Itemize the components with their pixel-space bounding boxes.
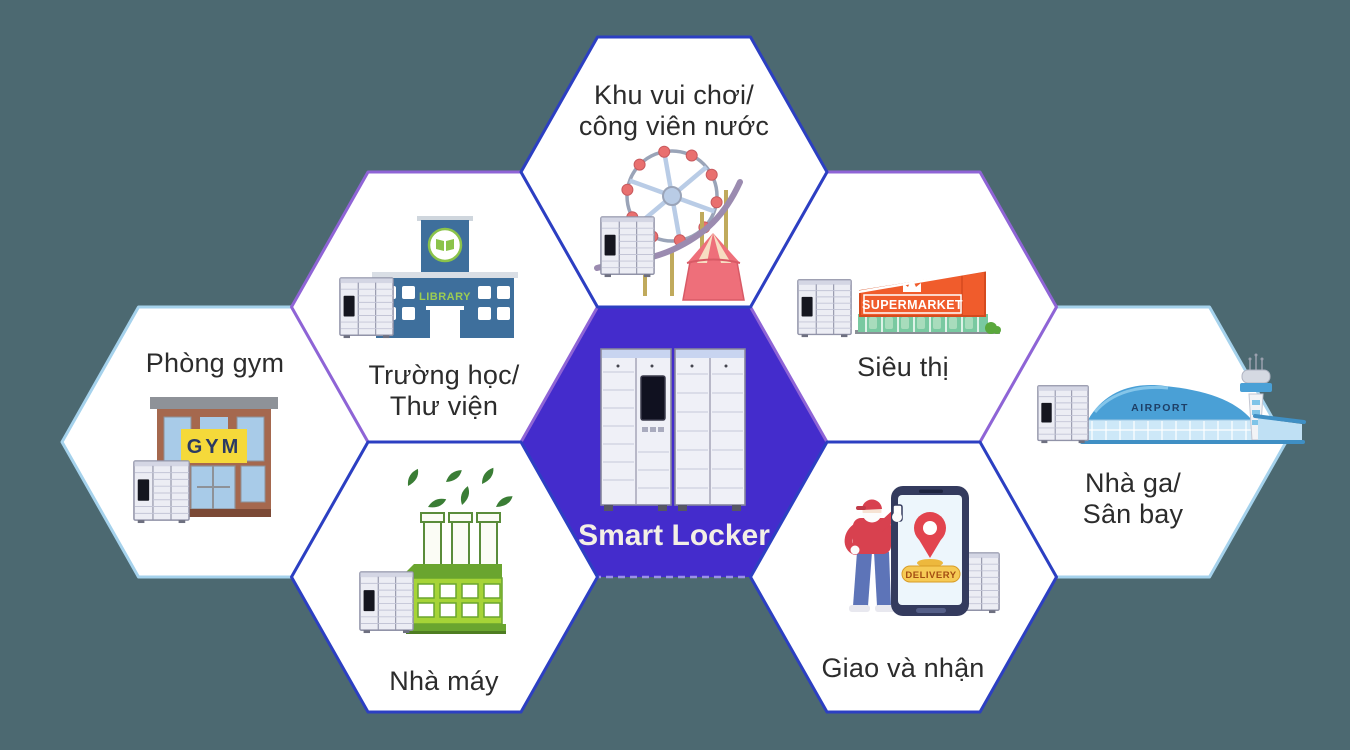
- gym-sign-text: GYM: [187, 436, 242, 458]
- gym-roof: [150, 397, 278, 409]
- hexagon-market: SUPERMARKET: [749, 170, 1058, 444]
- delivery-illustration: DELIVERY: [844, 486, 1000, 616]
- tent-icon: [682, 233, 745, 301]
- label-fun-park-line1: Khu vui chơi/: [594, 80, 754, 110]
- delivery-badge: [901, 565, 961, 583]
- hexagon-factory: [290, 440, 599, 714]
- label-delivery: Giao và nhận: [750, 653, 1056, 684]
- label-school-line1: Trường học/: [368, 360, 520, 390]
- hexagon-school: LIBRARY: [290, 170, 599, 444]
- factory-illustration: [359, 467, 513, 634]
- locker-icon: [600, 216, 655, 278]
- supermarket-sign-text: SUPERMARKET: [862, 298, 963, 312]
- fun-park-hexagon-shape: [519, 35, 829, 309]
- amusement-park-illustration: [594, 145, 745, 301]
- gym-illustration: GYM: [133, 397, 278, 524]
- locker-icon: [1037, 385, 1089, 444]
- delivery-person: [844, 499, 899, 612]
- label-factory: Nhà máy: [291, 666, 597, 697]
- label-gym: Phòng gym: [62, 348, 368, 379]
- label-airport: Nhà ga/ Sân bay: [980, 468, 1286, 531]
- locker-icon: [797, 279, 852, 338]
- book-icon: [427, 227, 463, 263]
- airport-dome: [1088, 385, 1252, 420]
- leaves-icon: [407, 467, 513, 508]
- label-airport-line2: Sân bay: [1082, 499, 1184, 530]
- locker-icon: [133, 460, 190, 524]
- library-sign-text: LIBRARY: [419, 291, 471, 303]
- label-smart-locker-text: Smart Locker: [578, 519, 770, 552]
- label-delivery-text: Giao và nhận: [821, 653, 985, 683]
- chimneys: [420, 512, 501, 572]
- hexagon-airport: AIRPORT: [978, 305, 1306, 579]
- hexagon-gym: GYM: [60, 305, 370, 579]
- delivery-phone: DELIVERY: [891, 486, 969, 616]
- supermarket-illustration: SUPERMARKET: [797, 268, 1001, 338]
- label-fun-park: Khu vui chơi/ công viên nước: [521, 80, 827, 143]
- label-gym-text: Phòng gym: [145, 348, 285, 378]
- smart-locker-illustration: [600, 348, 746, 511]
- hexagon-delivery: DELIVERY: [749, 440, 1058, 714]
- label-airport-line1: Nhà ga/: [1085, 468, 1181, 498]
- label-fun-park-line2: công viên nước: [578, 111, 770, 142]
- hexagon-fun-park: [519, 35, 829, 309]
- label-market: Siêu thị: [750, 352, 1056, 383]
- delivery-badge-text: DELIVERY: [905, 570, 956, 581]
- hexagon-smart-locker: [519, 305, 829, 579]
- label-school: Trường học/ Thư viện: [291, 360, 597, 423]
- library-illustration: LIBRARY: [339, 216, 518, 339]
- airport-illustration: AIRPORT: [1037, 353, 1306, 444]
- airport-sign-text: AIRPORT: [1131, 402, 1189, 414]
- label-smart-locker: Smart Locker: [521, 519, 827, 553]
- gym-sign: [181, 429, 247, 463]
- locker-icon: [339, 277, 394, 339]
- crown-icon: [903, 278, 921, 292]
- label-market-text: Siêu thị: [857, 352, 949, 382]
- label-factory-text: Nhà máy: [389, 666, 499, 696]
- locker-icon: [359, 571, 414, 634]
- label-school-line2: Thư viện: [389, 391, 499, 422]
